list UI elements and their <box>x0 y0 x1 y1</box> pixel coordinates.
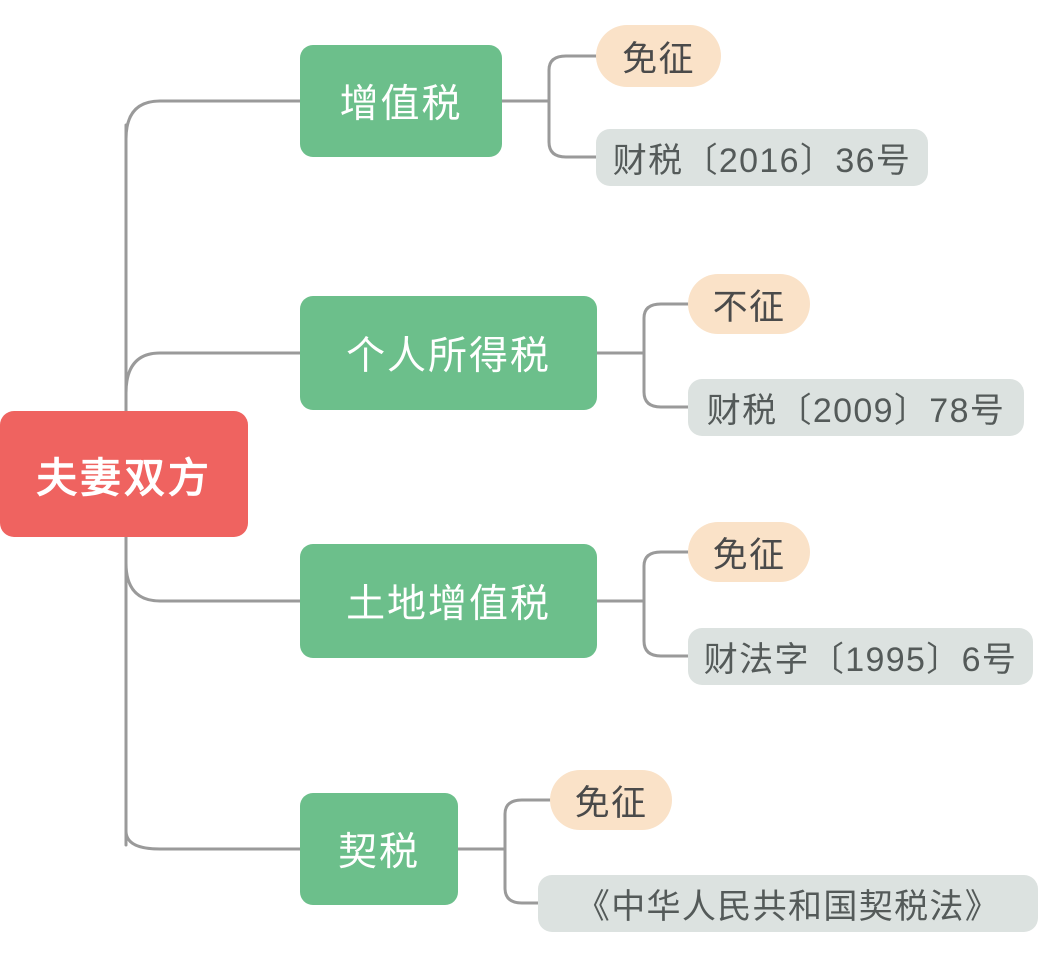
trunk-branch-4 <box>124 829 302 851</box>
branch-node-deed-tax[interactable]: 契税 <box>300 793 458 905</box>
status-pill-label: 免征 <box>574 783 648 823</box>
status-pill-2[interactable]: 不征 <box>688 274 810 334</box>
status-pill-label: 免征 <box>622 39 695 79</box>
status-pill-3[interactable]: 免征 <box>688 522 810 582</box>
branch-node-label: 增值税 <box>339 83 463 126</box>
reference-pill-4[interactable]: 《中华人民共和国契税法》 <box>538 875 1038 932</box>
subbranch-3-ref <box>642 599 690 658</box>
status-pill-4[interactable]: 免征 <box>550 770 672 830</box>
reference-pill-label: 财法字〔1995〕6号 <box>703 641 1018 679</box>
reference-pill-1[interactable]: 财税〔2016〕36号 <box>596 129 928 186</box>
root-node[interactable]: 夫妻双方 <box>0 411 248 537</box>
branch-node-value-added-tax[interactable]: 增值税 <box>300 45 502 157</box>
subbranch-2-status <box>642 302 690 355</box>
branch-node-individual-income-tax[interactable]: 个人所得税 <box>300 296 597 410</box>
trunk-branch-1 <box>124 99 302 141</box>
branch-node-label: 契税 <box>338 831 420 874</box>
subbranch-1-ref <box>547 99 598 159</box>
branch-node-label: 个人所得税 <box>346 335 551 378</box>
reference-pill-label: 《中华人民共和国契税法》 <box>575 888 1001 926</box>
root-node-label: 夫妻双方 <box>36 455 212 501</box>
subbranch-2-ref <box>642 351 690 409</box>
reference-pill-label: 财税〔2016〕36号 <box>612 142 912 180</box>
reference-pill-2[interactable]: 财税〔2009〕78号 <box>688 379 1024 436</box>
branch-node-land-appreciation-tax[interactable]: 土地增值税 <box>300 544 597 658</box>
reference-pill-label: 财税〔2009〕78号 <box>706 392 1006 430</box>
status-pill-1[interactable]: 免征 <box>596 25 721 87</box>
reference-pill-3[interactable]: 财法字〔1995〕6号 <box>688 628 1033 685</box>
trunk-branch-3 <box>124 561 302 603</box>
subbranch-3-status <box>642 550 690 603</box>
status-pill-label: 不征 <box>712 287 786 327</box>
trunk-branch-2 <box>124 351 302 395</box>
subbranch-1-status <box>547 54 598 103</box>
subbranch-4-status <box>503 798 552 851</box>
branch-node-label: 土地增值税 <box>346 583 551 626</box>
status-pill-label: 免征 <box>712 535 786 575</box>
